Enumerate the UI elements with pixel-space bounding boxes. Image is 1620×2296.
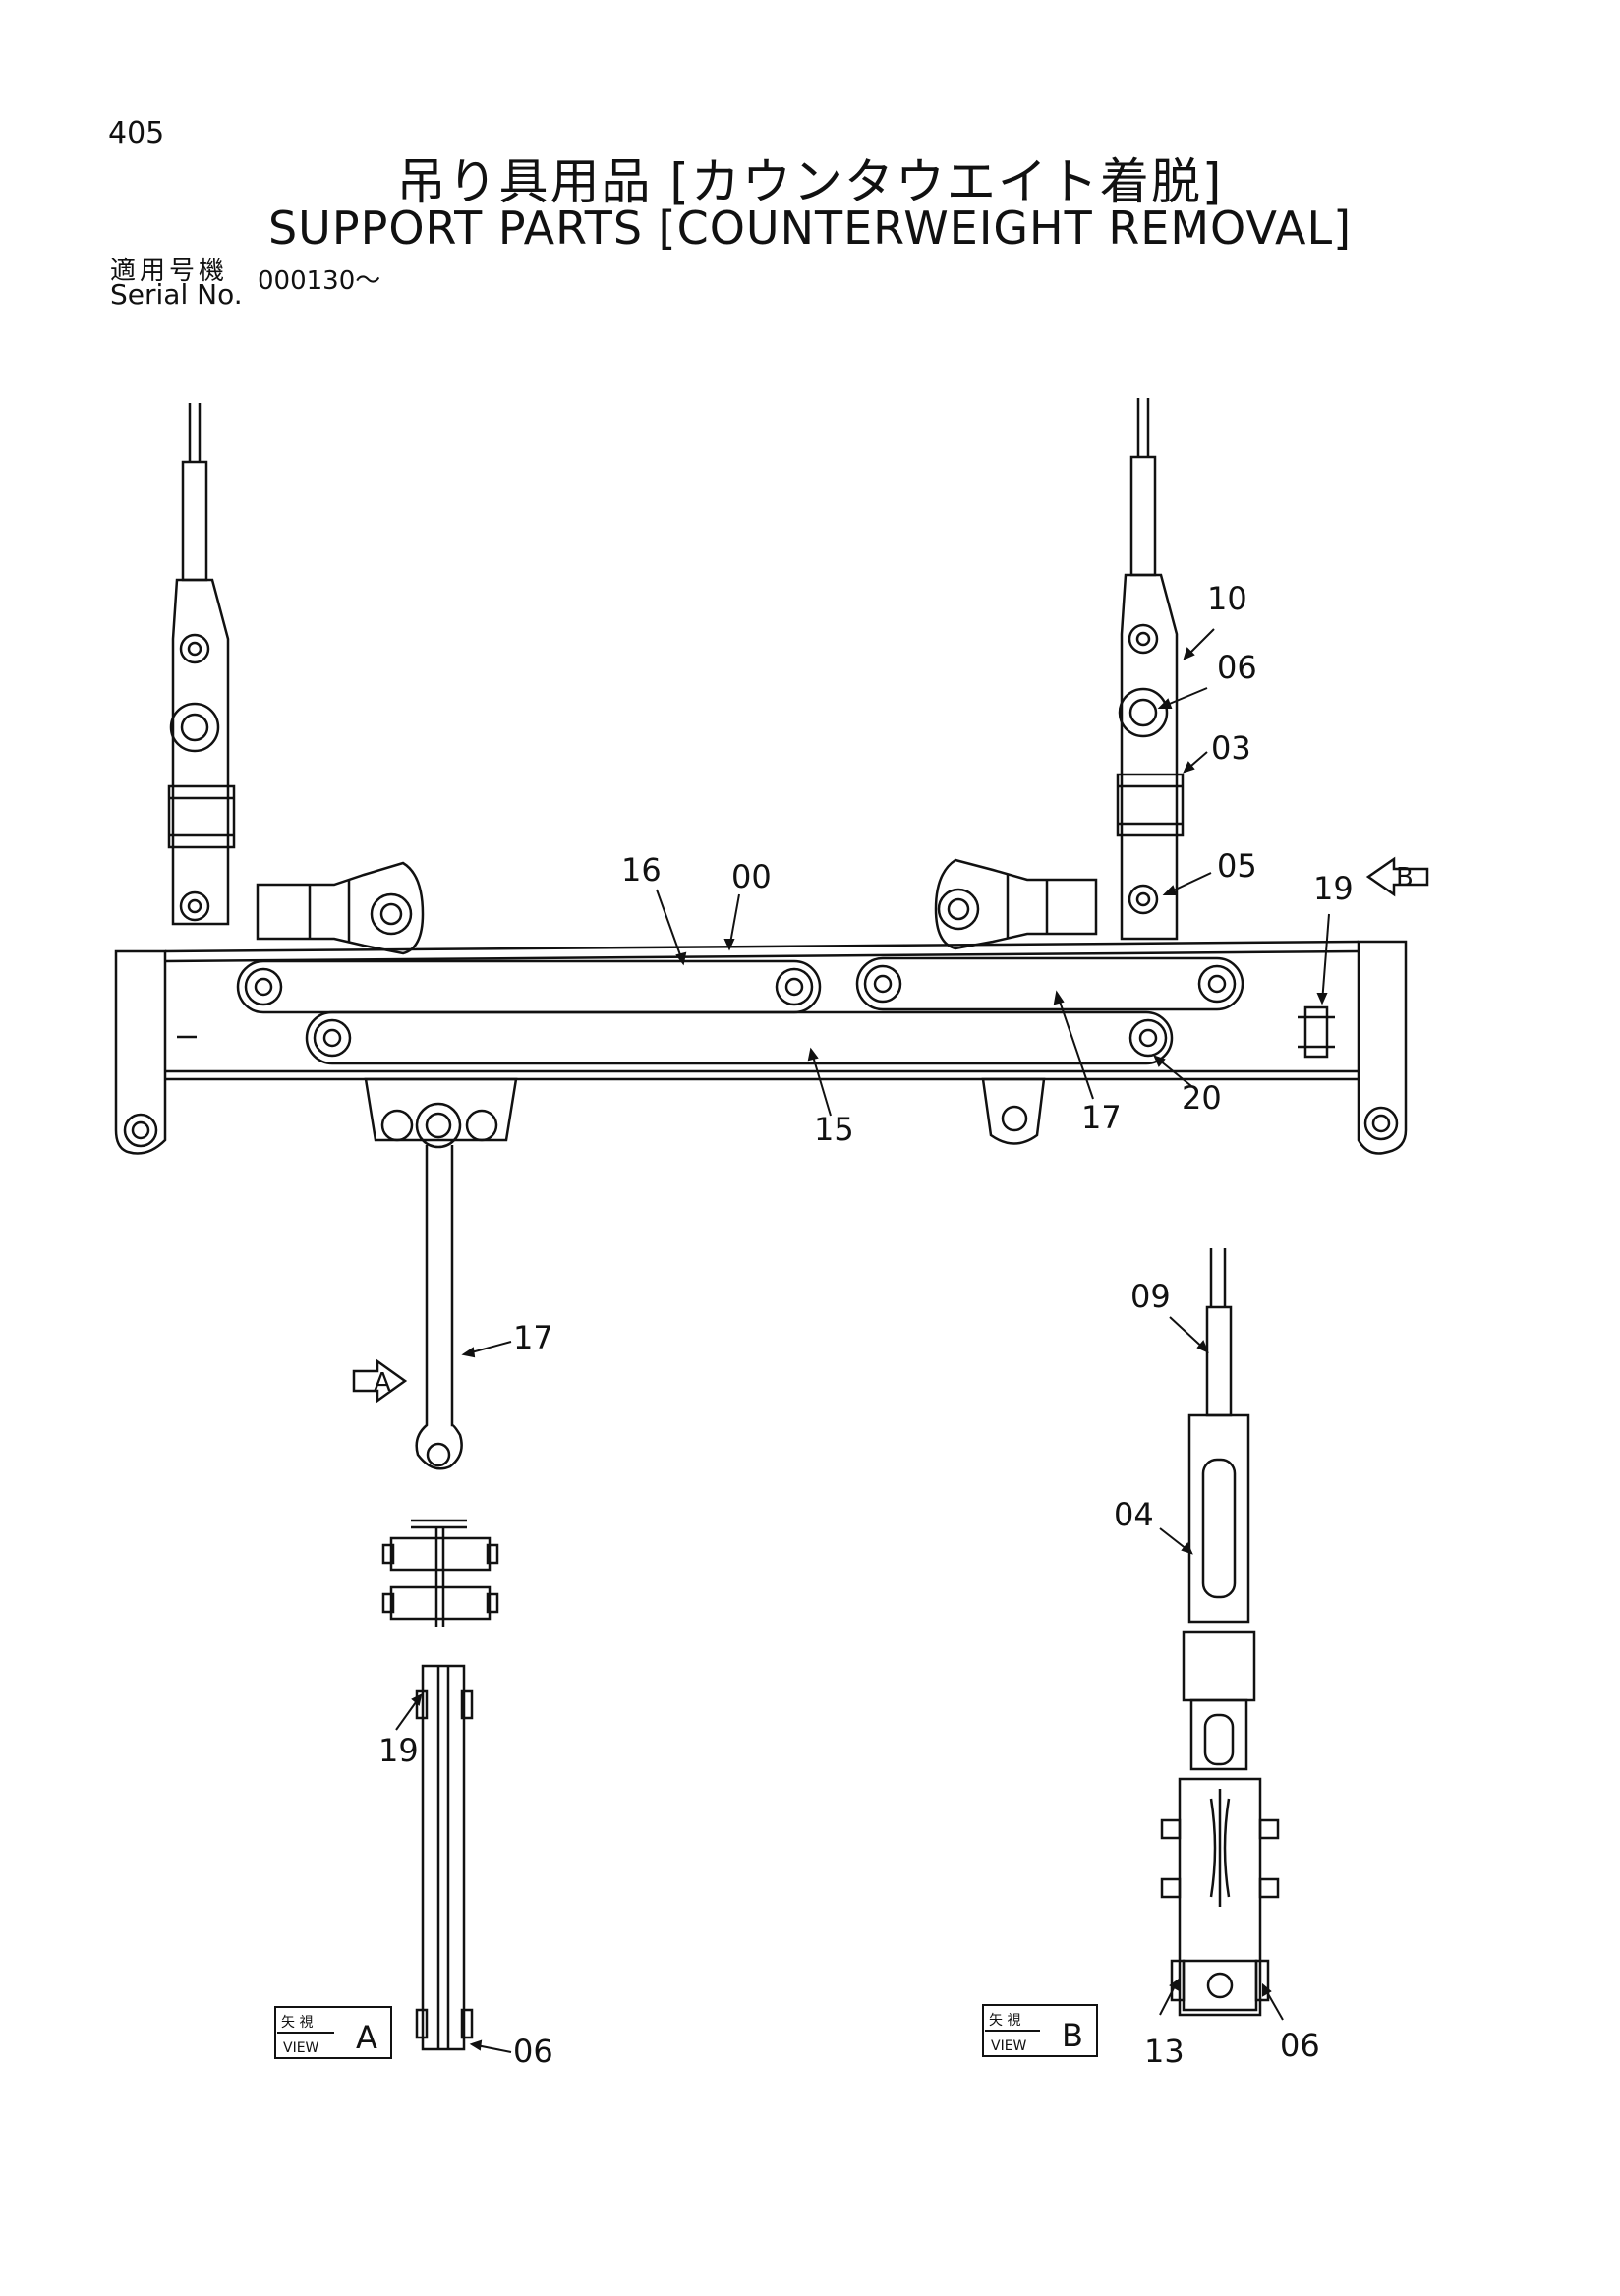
view-a-label-box <box>274 2006 392 2059</box>
view-b-jp: 矢 視 <box>989 2013 1020 2029</box>
right-shackle <box>934 858 1098 950</box>
callout-20: 20 <box>1182 1079 1222 1117</box>
page-number: 405 <box>108 116 165 150</box>
callout-19-view-a: 19 <box>378 1732 419 1769</box>
left-sling <box>167 403 236 926</box>
callout-09: 09 <box>1130 1278 1171 1315</box>
callout-15: 15 <box>814 1111 854 1148</box>
callout-06-view-b: 06 <box>1280 2027 1320 2064</box>
view-b-label-box <box>982 2004 1098 2057</box>
right-sling <box>1116 398 1185 941</box>
view-arrow-a-letter: A <box>374 1368 391 1398</box>
callout-10: 10 <box>1207 580 1247 617</box>
view-arrow-a <box>352 1358 408 1404</box>
title-english: SUPPORT PARTS [COUNTERWEIGHT REMOVAL] <box>267 201 1353 255</box>
callout-06-top: 06 <box>1217 649 1257 686</box>
serial-label-english: Serial No. <box>110 278 243 311</box>
view-a-jp: 矢 視 <box>281 2015 313 2031</box>
view-a-letter: A <box>356 2019 377 2056</box>
hanging-link <box>415 1102 463 1470</box>
callout-16: 16 <box>621 851 662 889</box>
callout-06-view-a: 06 <box>513 2033 553 2070</box>
callout-13: 13 <box>1144 2033 1185 2070</box>
view-arrow-b <box>1365 856 1429 897</box>
view-b-assembly <box>1160 1248 1280 2017</box>
spreader-beam <box>114 940 1408 1155</box>
callout-00: 00 <box>731 858 772 895</box>
callout-19-top: 19 <box>1313 870 1354 907</box>
serial-value: 000130～ <box>258 266 381 296</box>
callout-03: 03 <box>1211 729 1251 767</box>
left-shackle <box>256 861 425 955</box>
view-a-assembly <box>381 1519 499 2051</box>
callout-05: 05 <box>1217 847 1257 885</box>
title-japanese: 吊り具用品 [カウンタウエイト着脱] <box>396 153 1224 210</box>
leader-lines <box>395 628 1330 2053</box>
view-b-en: VIEW <box>991 2038 1027 2054</box>
view-b-letter: B <box>1062 2017 1083 2054</box>
view-a-en: VIEW <box>283 2040 319 2056</box>
serial-label-japanese: 適用号機 <box>110 257 229 286</box>
callout-17-beam: 17 <box>1081 1099 1122 1136</box>
callout-17-link: 17 <box>513 1319 553 1356</box>
callout-04: 04 <box>1114 1496 1154 1533</box>
view-arrow-b-letter: B <box>1396 863 1414 892</box>
